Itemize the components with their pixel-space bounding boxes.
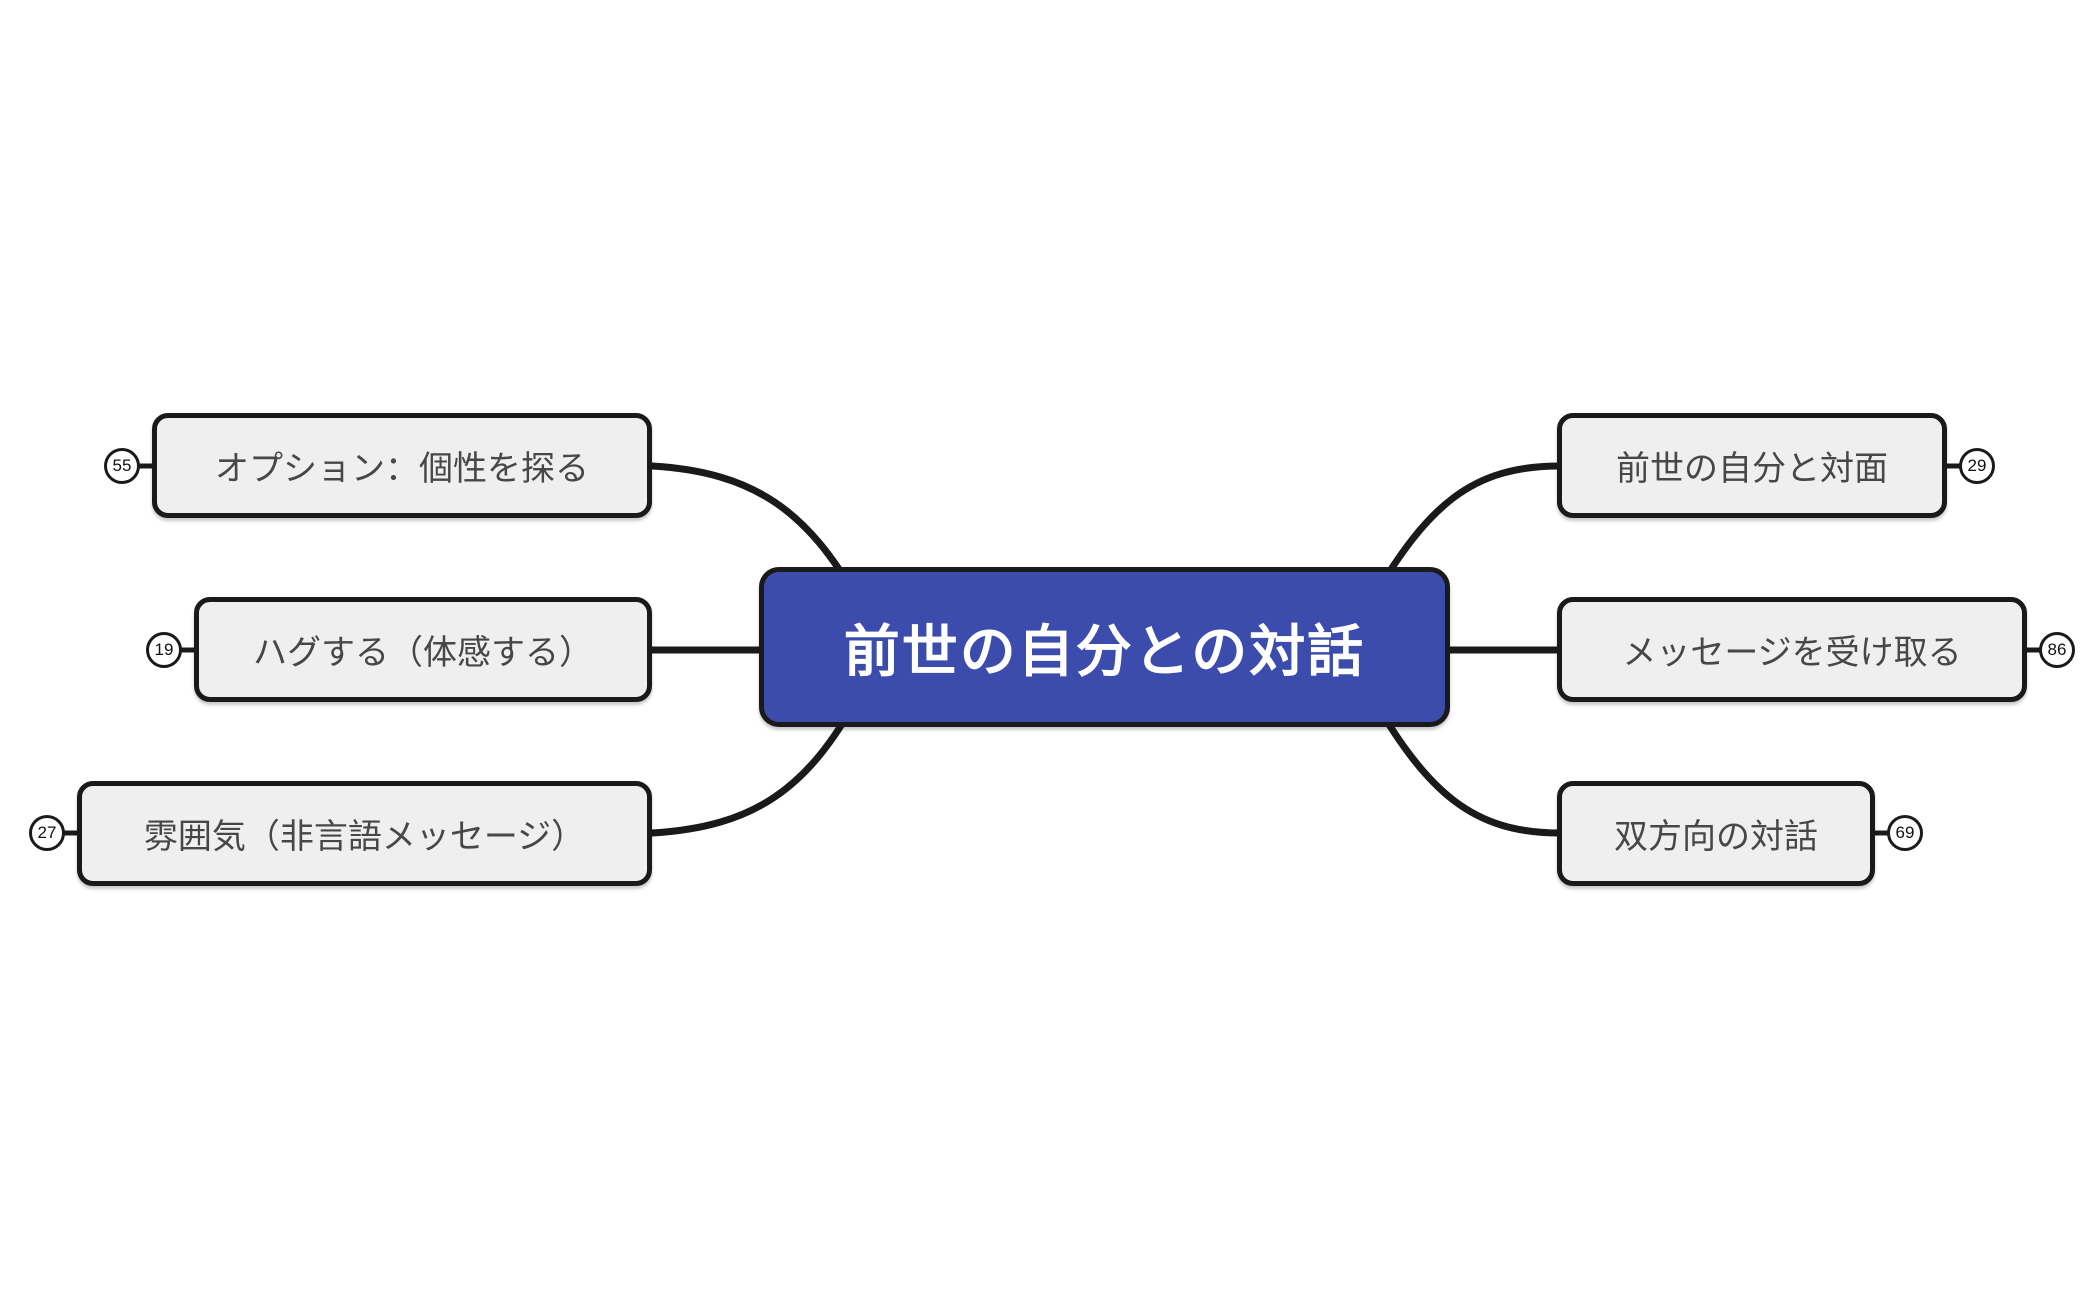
connector-left-bottom bbox=[648, 693, 862, 837]
count-badge[interactable]: 27 bbox=[29, 815, 65, 851]
connector-right-bottom bbox=[1368, 693, 1564, 837]
branch-topic-label: 双方向の対話 bbox=[1614, 818, 1818, 856]
branch-topic-hug-feel[interactable]: ハグする（体感する） bbox=[194, 597, 652, 702]
count-badge[interactable]: 19 bbox=[146, 632, 182, 668]
branch-topic-receive-message[interactable]: メッセージを受け取る bbox=[1557, 597, 2027, 702]
branch-topic-two-way-dialogue[interactable]: 双方向の対話 bbox=[1557, 781, 1875, 886]
branch-topic-label: オプション：個性を探る bbox=[215, 450, 589, 488]
root-topic-label: 前世の自分との対話 bbox=[843, 619, 1366, 683]
branch-topic-label: 雰囲気（非言語メッセージ） bbox=[143, 818, 586, 856]
connector-right-top bbox=[1368, 462, 1564, 604]
branch-topic-meet-past-life-self[interactable]: 前世の自分と対面 bbox=[1557, 413, 1947, 518]
count-badge[interactable]: 55 bbox=[104, 448, 140, 484]
count-badge[interactable]: 29 bbox=[1959, 448, 1995, 484]
count-badge[interactable]: 69 bbox=[1887, 815, 1923, 851]
branch-topic-label: メッセージを受け取る bbox=[1622, 634, 1962, 672]
branch-topic-options-explore-personality[interactable]: オプション：個性を探る bbox=[152, 413, 652, 518]
root-topic[interactable]: 前世の自分との対話 bbox=[759, 567, 1450, 727]
branch-topic-label: 前世の自分と対面 bbox=[1616, 450, 1888, 488]
branch-topic-atmosphere-nonverbal[interactable]: 雰囲気（非言語メッセージ） bbox=[77, 781, 652, 886]
count-badge[interactable]: 86 bbox=[2039, 632, 2075, 668]
branch-topic-label: ハグする（体感する） bbox=[253, 634, 593, 672]
